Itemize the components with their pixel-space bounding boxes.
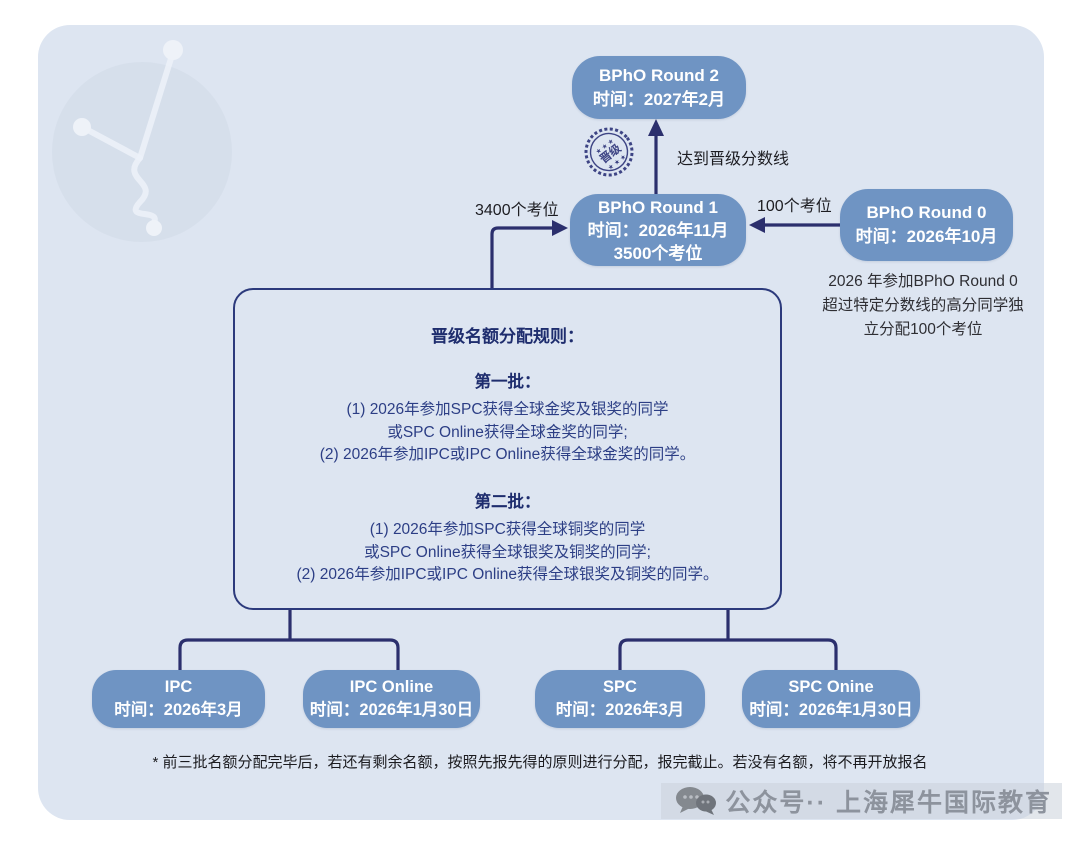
label-promotion-cutoff: 达到晋级分数线 <box>677 151 790 168</box>
node-title: BPhO Round 0 <box>866 203 987 222</box>
promotion-rules-box: 晋级名额分配规则： 第一批： (1) 2026年参加SPC获得全球金奖及银奖的同… <box>233 288 782 610</box>
node-time: 时间：2026年1月30日 <box>749 701 913 719</box>
round0-note-line: 2026 年参加BPhO Round 0 <box>828 273 1018 290</box>
node-bpho-round2: BPhO Round 2 时间：2027年2月 <box>572 56 746 119</box>
node-title: SPC <box>603 678 637 696</box>
batch1-line: (2) 2026年参加IPC或IPC Online获得全球金奖的同学。 <box>319 446 696 463</box>
rules-batch-2: 第二批： (1) 2026年参加SPC获得全球铜奖的同学 或SPC Online… <box>235 491 780 587</box>
footnote: * 前三批名额分配完毕后，若还有剩余名额，按照先报先得的原则进行分配，报完截止。… <box>152 754 928 771</box>
batch1-line: (1) 2026年参加SPC获得全球金奖及银奖的同学 <box>346 401 669 418</box>
node-time: 时间：2026年3月 <box>555 701 685 719</box>
node-title: BPhO Round 2 <box>599 65 719 85</box>
node-bpho-round1: BPhO Round 1 时间：2026年11月 3500个考位 <box>570 194 746 266</box>
node-time: 时间：2026年3月 <box>114 701 243 719</box>
node-seats: 3500个考位 <box>613 243 703 263</box>
node-title: IPC Online <box>349 678 434 696</box>
node-title: BPhO Round 1 <box>598 197 718 217</box>
promotion-stamp-icon: ★ ★ ★ 晋级 ★ ★ ★ <box>583 126 635 178</box>
label-3400-seats: 3400个考位 <box>475 202 559 219</box>
round0-note: 2026 年参加BPhO Round 0 超过特定分数线的高分同学独 立分配10… <box>812 270 1034 342</box>
batch2-heading: 第二批： <box>474 492 541 511</box>
label-100-seats: 100个考位 <box>757 198 832 215</box>
node-spc-online: SPC Onine 时间：2026年1月30日 <box>742 670 920 728</box>
round0-note-line: 立分配100个考位 <box>863 321 983 338</box>
node-title: IPC <box>164 678 193 696</box>
node-ipc-online: IPC Online 时间：2026年1月30日 <box>303 670 480 728</box>
node-time: 时间：2026年10月 <box>855 227 998 246</box>
rules-batch-1: 第一批： (1) 2026年参加SPC获得全球金奖及银奖的同学 或SPC Onl… <box>235 371 780 467</box>
round0-note-line: 超过特定分数线的高分同学独 <box>822 297 1024 314</box>
node-title: SPC Onine <box>788 678 874 696</box>
node-time: 时间：2026年11月 <box>587 220 729 240</box>
wechat-bubbles-icon <box>676 787 717 815</box>
node-spc: SPC 时间：2026年3月 <box>535 670 705 728</box>
batch2-line: (1) 2026年参加SPC获得全球铜奖的同学 <box>369 521 646 538</box>
batch2-line: 或SPC Online获得全球银奖及铜奖的同学; <box>364 543 651 561</box>
node-bpho-round0: BPhO Round 0 时间：2026年10月 <box>840 189 1013 261</box>
arrowheads <box>552 119 765 236</box>
batch1-line: 或SPC Online获得全球金奖的同学; <box>387 423 628 441</box>
node-ipc: IPC 时间：2026年3月 <box>92 670 265 728</box>
node-time: 时间：2026年1月30日 <box>309 701 474 719</box>
node-time: 时间：2027年2月 <box>592 89 726 109</box>
watermark: 公众号·· 上海犀牛国际教育 <box>661 783 1062 819</box>
rules-title: 晋级名额分配规则： <box>431 327 584 346</box>
batch1-heading: 第一批： <box>474 372 541 391</box>
watermark-text: 公众号·· 上海犀牛国际教育 <box>725 789 1052 817</box>
batch2-line: (2) 2026年参加IPC或IPC Online获得全球银奖及铜奖的同学。 <box>296 566 719 583</box>
